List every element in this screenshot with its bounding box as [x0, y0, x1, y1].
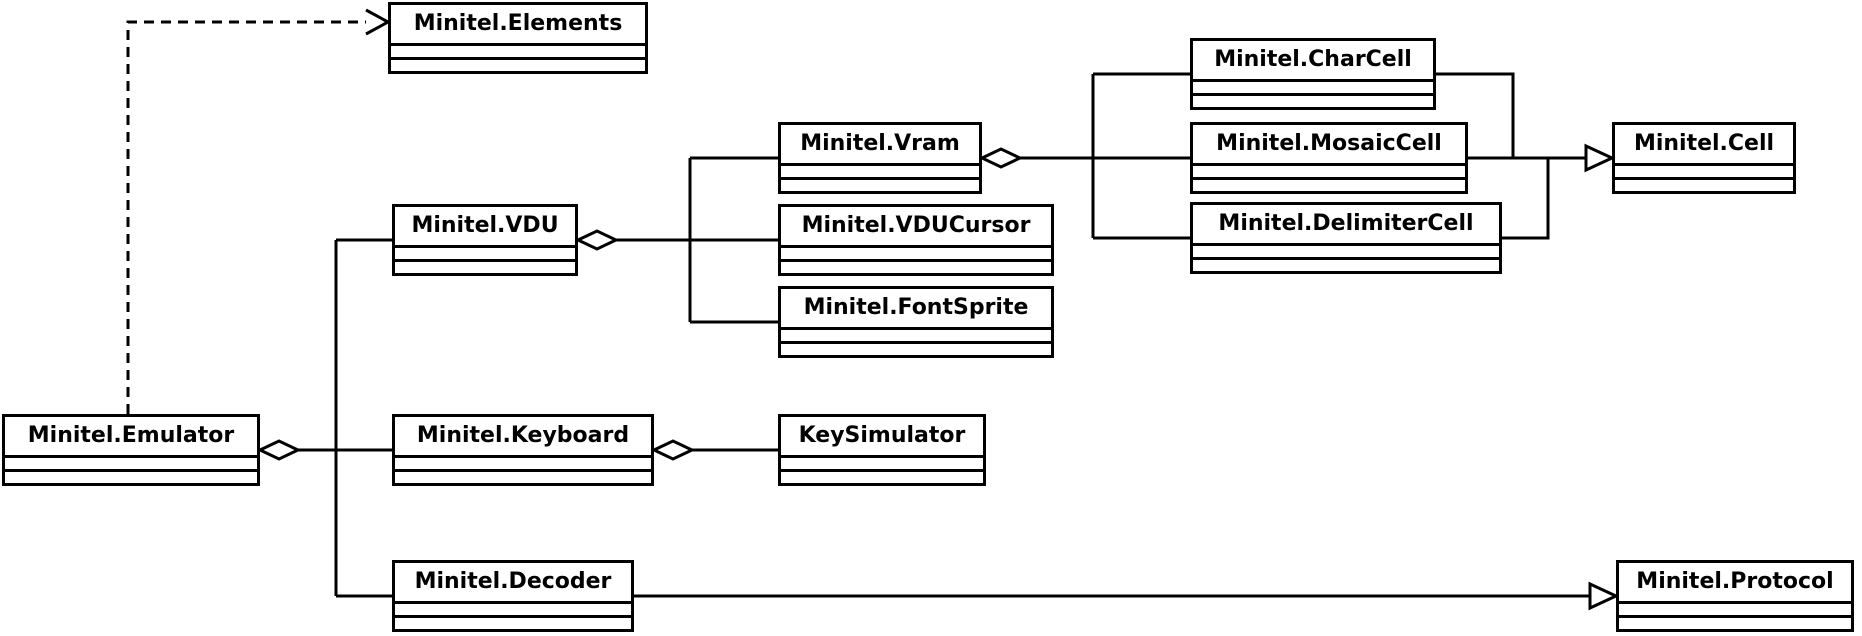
class-minitel-emulator: Minitel.Emulator	[2, 414, 260, 486]
aggregation-diamond-vdu	[574, 229, 620, 251]
class-minitel-mosaiccell: Minitel.MosaicCell	[1190, 122, 1468, 194]
methods-compartment	[781, 469, 983, 483]
methods-compartment	[391, 57, 645, 71]
methods-compartment	[1193, 93, 1433, 107]
attributes-compartment	[1193, 246, 1499, 257]
class-minitel-delimitercell: Minitel.DelimiterCell	[1190, 202, 1502, 274]
attributes-compartment	[781, 248, 1051, 259]
class-title: Minitel.MosaicCell	[1193, 125, 1465, 166]
class-minitel-fontsprite: Minitel.FontSprite	[778, 286, 1054, 358]
class-keysimulator: KeySimulator	[778, 414, 986, 486]
attributes-compartment	[1193, 166, 1465, 177]
class-minitel-charcell: Minitel.CharCell	[1190, 38, 1436, 110]
attributes-compartment	[1193, 82, 1433, 93]
class-title: Minitel.Emulator	[5, 417, 257, 458]
class-minitel-elements: Minitel.Elements	[388, 2, 648, 74]
attributes-compartment	[391, 46, 645, 57]
generalization-charcell-cell-line	[1436, 72, 1515, 158]
generalization-triangle-cell	[1584, 143, 1616, 173]
class-title: Minitel.VDU	[395, 207, 575, 248]
aggregation-diamond-keyboard	[650, 439, 696, 461]
methods-compartment	[1193, 257, 1499, 271]
class-title: Minitel.Cell	[1615, 125, 1793, 166]
class-minitel-vdu: Minitel.VDU	[392, 204, 578, 276]
class-title: Minitel.Decoder	[395, 563, 631, 604]
attributes-compartment	[781, 330, 1051, 341]
class-minitel-vram: Minitel.Vram	[778, 122, 982, 194]
class-minitel-keyboard: Minitel.Keyboard	[392, 414, 654, 486]
methods-compartment	[781, 341, 1051, 355]
class-minitel-decoder: Minitel.Decoder	[392, 560, 634, 632]
class-minitel-protocol: Minitel.Protocol	[1616, 560, 1854, 632]
aggregation-diamond-vram	[978, 147, 1024, 169]
class-title: Minitel.CharCell	[1193, 41, 1433, 82]
methods-compartment	[5, 469, 257, 483]
class-title: Minitel.Elements	[391, 5, 645, 46]
class-title: Minitel.FontSprite	[781, 289, 1051, 330]
methods-compartment	[781, 177, 979, 191]
generalization-triangle-protocol	[1588, 581, 1620, 611]
attributes-compartment	[395, 248, 575, 259]
class-title: Minitel.Protocol	[1619, 563, 1851, 604]
attributes-compartment	[781, 458, 983, 469]
class-title: KeySimulator	[781, 417, 983, 458]
methods-compartment	[1615, 177, 1793, 191]
attributes-compartment	[1615, 166, 1793, 177]
attributes-compartment	[395, 458, 651, 469]
aggregation-diamond-emulator	[256, 439, 302, 461]
class-minitel-cell: Minitel.Cell	[1612, 122, 1796, 194]
class-title: Minitel.Vram	[781, 125, 979, 166]
generalization-delimitercell-cell-line	[1502, 158, 1550, 240]
dependency-open-arrowhead	[365, 8, 392, 36]
class-title: Minitel.VDUCursor	[781, 207, 1051, 248]
methods-compartment	[395, 469, 651, 483]
attributes-compartment	[781, 166, 979, 177]
dependency-emulator-elements-line	[126, 20, 366, 414]
attributes-compartment	[5, 458, 257, 469]
class-title: Minitel.Keyboard	[395, 417, 651, 458]
methods-compartment	[395, 615, 631, 629]
methods-compartment	[395, 259, 575, 273]
class-title: Minitel.DelimiterCell	[1193, 205, 1499, 246]
attributes-compartment	[1619, 604, 1851, 615]
class-minitel-vducursor: Minitel.VDUCursor	[778, 204, 1054, 276]
attributes-compartment	[395, 604, 631, 615]
methods-compartment	[1619, 615, 1851, 629]
methods-compartment	[781, 259, 1051, 273]
methods-compartment	[1193, 177, 1465, 191]
